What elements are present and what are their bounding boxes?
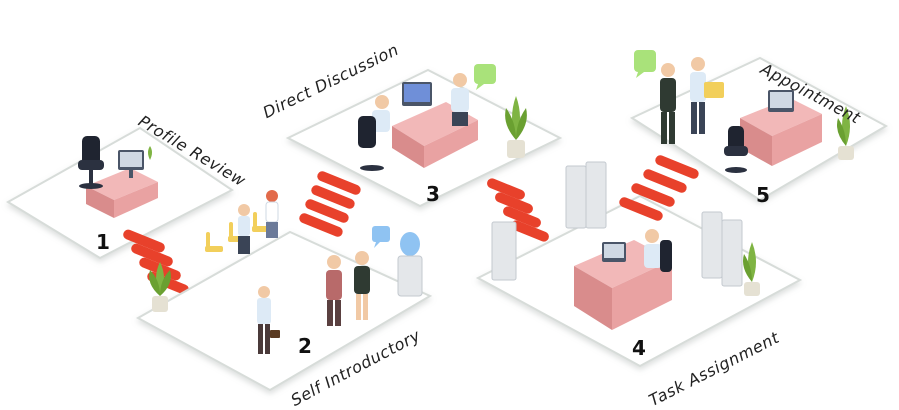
stairs-4-to-5 [619,155,699,221]
chat-bubble-icon [634,50,656,78]
step-number-5: 5 [756,183,770,207]
handshake-figures-icon [326,251,370,326]
plant-icon [148,146,152,160]
interviewer-figure-icon [358,95,390,171]
platform-appointment [629,50,889,202]
interviewee-figure-icon [451,73,469,126]
step-number-3: 3 [426,182,440,206]
manager-figure-icon [644,229,672,272]
plant-icon [743,242,760,296]
stairs-3-to-4 [487,178,549,242]
platform-direct-discussion [285,64,563,208]
platform-profile-review [6,126,234,260]
plant-icon [505,96,527,158]
water-cooler-icon [397,232,423,297]
plant-icon [149,262,171,312]
file-cabinet-icon [491,161,743,287]
platform-task-assignment [475,161,803,368]
chat-bubble-icon [474,64,496,90]
office-chair-icon [724,126,748,173]
step-number-1: 1 [96,230,110,254]
platform-self-introductory [135,190,433,392]
candidate-figure-icon [238,190,279,254]
plant-icon [837,106,854,160]
step-number-2: 2 [298,334,312,358]
chat-bubble-icon [372,226,390,248]
walking-candidate-icon [257,286,280,354]
desk-icon [740,90,822,166]
step-number-4: 4 [632,336,646,360]
waiting-chairs-icon [205,212,270,252]
desk-icon [86,150,158,218]
office-chair-icon [78,136,104,189]
new-employee-figures-icon [660,57,724,144]
stairs-2-to-3 [299,171,361,237]
